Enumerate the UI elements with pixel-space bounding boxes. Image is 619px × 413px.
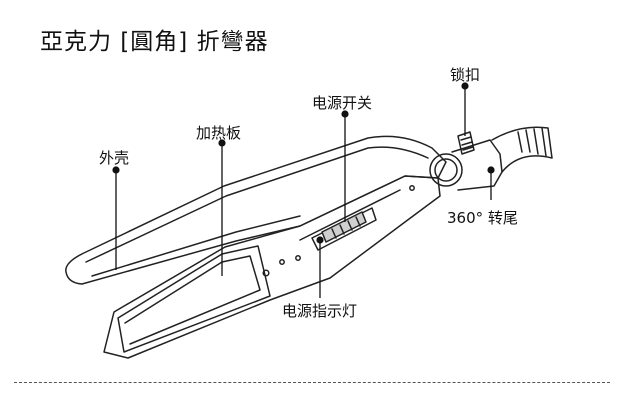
lock-ring-lines <box>460 136 474 151</box>
cord-ribs <box>517 127 547 157</box>
heating-plate-outline <box>117 245 271 353</box>
page-title: 亞克力 [圓角] 折彎器 <box>40 29 269 55</box>
label-indicator-light: 电源指示灯 <box>282 302 358 320</box>
vent-hole-2 <box>295 255 301 261</box>
leader-dot-lock <box>461 82 469 90</box>
label-swivel: 360° 转尾 <box>447 209 518 227</box>
hinge-disk-inner <box>434 158 458 182</box>
label-lock: 锁扣 <box>450 66 481 84</box>
lock-ring <box>457 131 475 155</box>
leader-dot-shell <box>112 166 120 174</box>
label-heating-plate: 加热板 <box>196 124 242 142</box>
switch-ridges <box>331 216 361 239</box>
heating-plate-inner <box>124 255 261 345</box>
cord-tail <box>491 126 553 173</box>
shell-inner-line <box>85 146 429 263</box>
leader-dot-heating-plate <box>218 139 226 147</box>
leader-dot-power-switch <box>341 110 349 118</box>
hinge-disk <box>429 153 463 187</box>
label-shell: 外壳 <box>99 149 130 167</box>
leader-dot-swivel <box>487 166 495 174</box>
vent-hole-1 <box>279 259 285 265</box>
leader-dot-indicator <box>316 236 324 244</box>
vent-hole-3 <box>409 185 415 191</box>
indicator-hole <box>262 269 270 277</box>
collar-body <box>451 139 503 191</box>
label-power-switch: 电源开关 <box>312 94 373 112</box>
switch-slider <box>321 211 367 243</box>
dashed-divider <box>14 382 610 383</box>
lower-arm-ridge <box>299 189 401 241</box>
lower-arm-outline <box>103 175 441 359</box>
shell-lower-line <box>91 215 301 277</box>
upper-arm-outline <box>65 135 447 285</box>
